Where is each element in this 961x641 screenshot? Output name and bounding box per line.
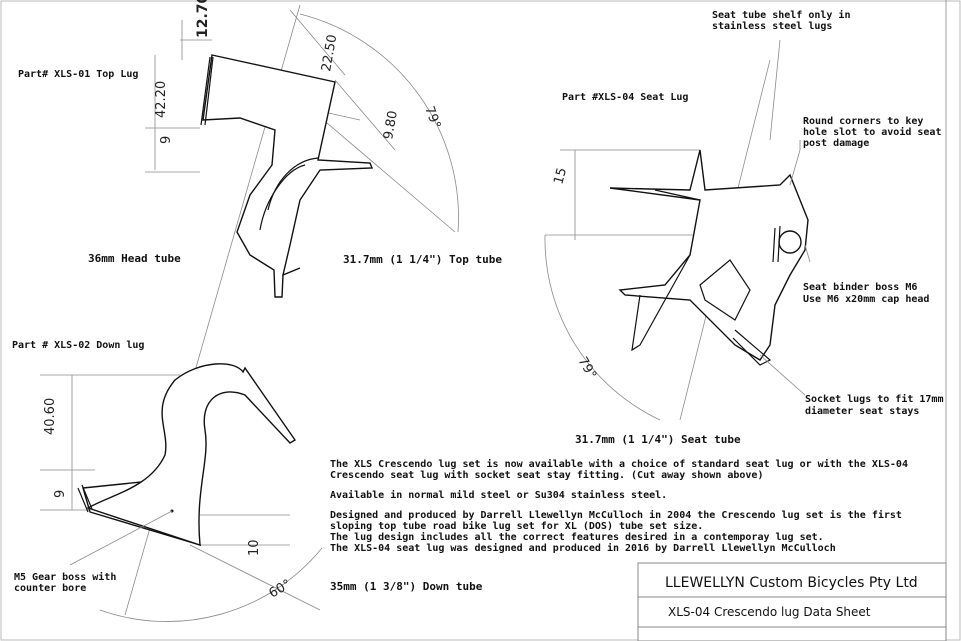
dim-42-20: 42.20	[154, 81, 169, 118]
angle-79-top: 79°	[421, 104, 443, 131]
part-label-top-lug: Part# XLS-01 Top Lug	[18, 69, 138, 80]
down-angle-arc	[99, 547, 323, 622]
dim-15: 15	[551, 166, 570, 186]
note-gear-boss-1: M5 Gear boss with	[14, 571, 116, 583]
seat-lug-drawing	[544, 39, 811, 421]
seat-tube-label: 31.7mm (1 1/4") Seat tube	[575, 433, 741, 446]
description-line: The XLS-04 seat lug was designed and pro…	[330, 542, 836, 554]
description-line: The lug design includes all the correct …	[330, 531, 824, 543]
note-round-corners-2: hole slot to avoid seat	[803, 126, 941, 138]
dim-9-top: 9	[159, 136, 174, 144]
head-tube-label: 36mm Head tube	[88, 252, 181, 265]
dim-9-down: 9	[53, 490, 68, 498]
description-block: The XLS Crescendo lug set is now availab…	[330, 458, 908, 554]
top-lug-head-edge	[200, 56, 214, 126]
dim-40-60: 40.60	[43, 398, 58, 435]
down-lug-drawing	[40, 363, 323, 622]
title-block-frame	[637, 562, 947, 641]
part-label-down-lug: Part # XLS-02 Down lug	[12, 340, 144, 351]
description-line: Crescendo seat lug with socket seat stay…	[330, 469, 763, 481]
title-block: LLEWELLYN Custom Bicycles Pty Ltd XLS-04…	[637, 562, 947, 641]
note-seat-shelf-2: stainless steel lugs	[712, 20, 832, 32]
angle-60: 60°	[267, 577, 294, 602]
top-lug-drawing	[124, 4, 459, 616]
top-tube-label: 31.7mm (1 1/4") Top tube	[343, 253, 502, 266]
part-label-seat-lug: Part #XLS-04 Seat Lug	[562, 92, 688, 103]
description-line: Designed and produced by Darrell Llewell…	[330, 509, 902, 521]
note-binder-boss-2: Use M6 x20mm cap head	[803, 294, 929, 305]
angle-79-seat: 79°	[575, 355, 600, 382]
top-angle-arc	[299, 13, 459, 233]
binder-boss-hole	[778, 230, 802, 254]
seat-lug-slot	[699, 259, 751, 321]
down-tube-label: 35mm (1 3/8") Down tube	[330, 580, 483, 593]
dim-9-80: 9.80	[381, 110, 401, 141]
note-seat-shelf-1: Seat tube shelf only in	[712, 9, 850, 21]
dim-22-50: 22.50	[319, 33, 340, 72]
down-lug-body	[86, 363, 297, 546]
dim-10: 10	[247, 539, 262, 556]
note-binder-boss-1: Seat binder boss M6	[803, 281, 917, 293]
company-name: LLEWELLYN Custom Bicycles Pty Ltd	[665, 575, 918, 591]
note-socket-lugs-1: Socket lugs to fit 17mm	[805, 393, 943, 405]
sheet-title: XLS-04 Crescendo lug Data Sheet	[668, 605, 871, 619]
note-socket-lugs-2: diameter seat stays	[805, 405, 919, 417]
description-line: The XLS Crescendo lug set is now availab…	[330, 458, 908, 470]
description-line: Available in normal mild steel or Su304 …	[330, 489, 667, 501]
note-gear-boss-2: counter bore	[14, 583, 86, 594]
note-round-corners-3: post damage	[803, 138, 869, 149]
note-round-corners-1: Round corners to key	[803, 116, 923, 127]
dim-12-70: 12.70	[195, 0, 211, 38]
seat-angle-arc	[544, 234, 661, 421]
description-line: sloping top tube road bike lug set for X…	[330, 520, 703, 532]
seat-lug-body	[609, 149, 809, 361]
